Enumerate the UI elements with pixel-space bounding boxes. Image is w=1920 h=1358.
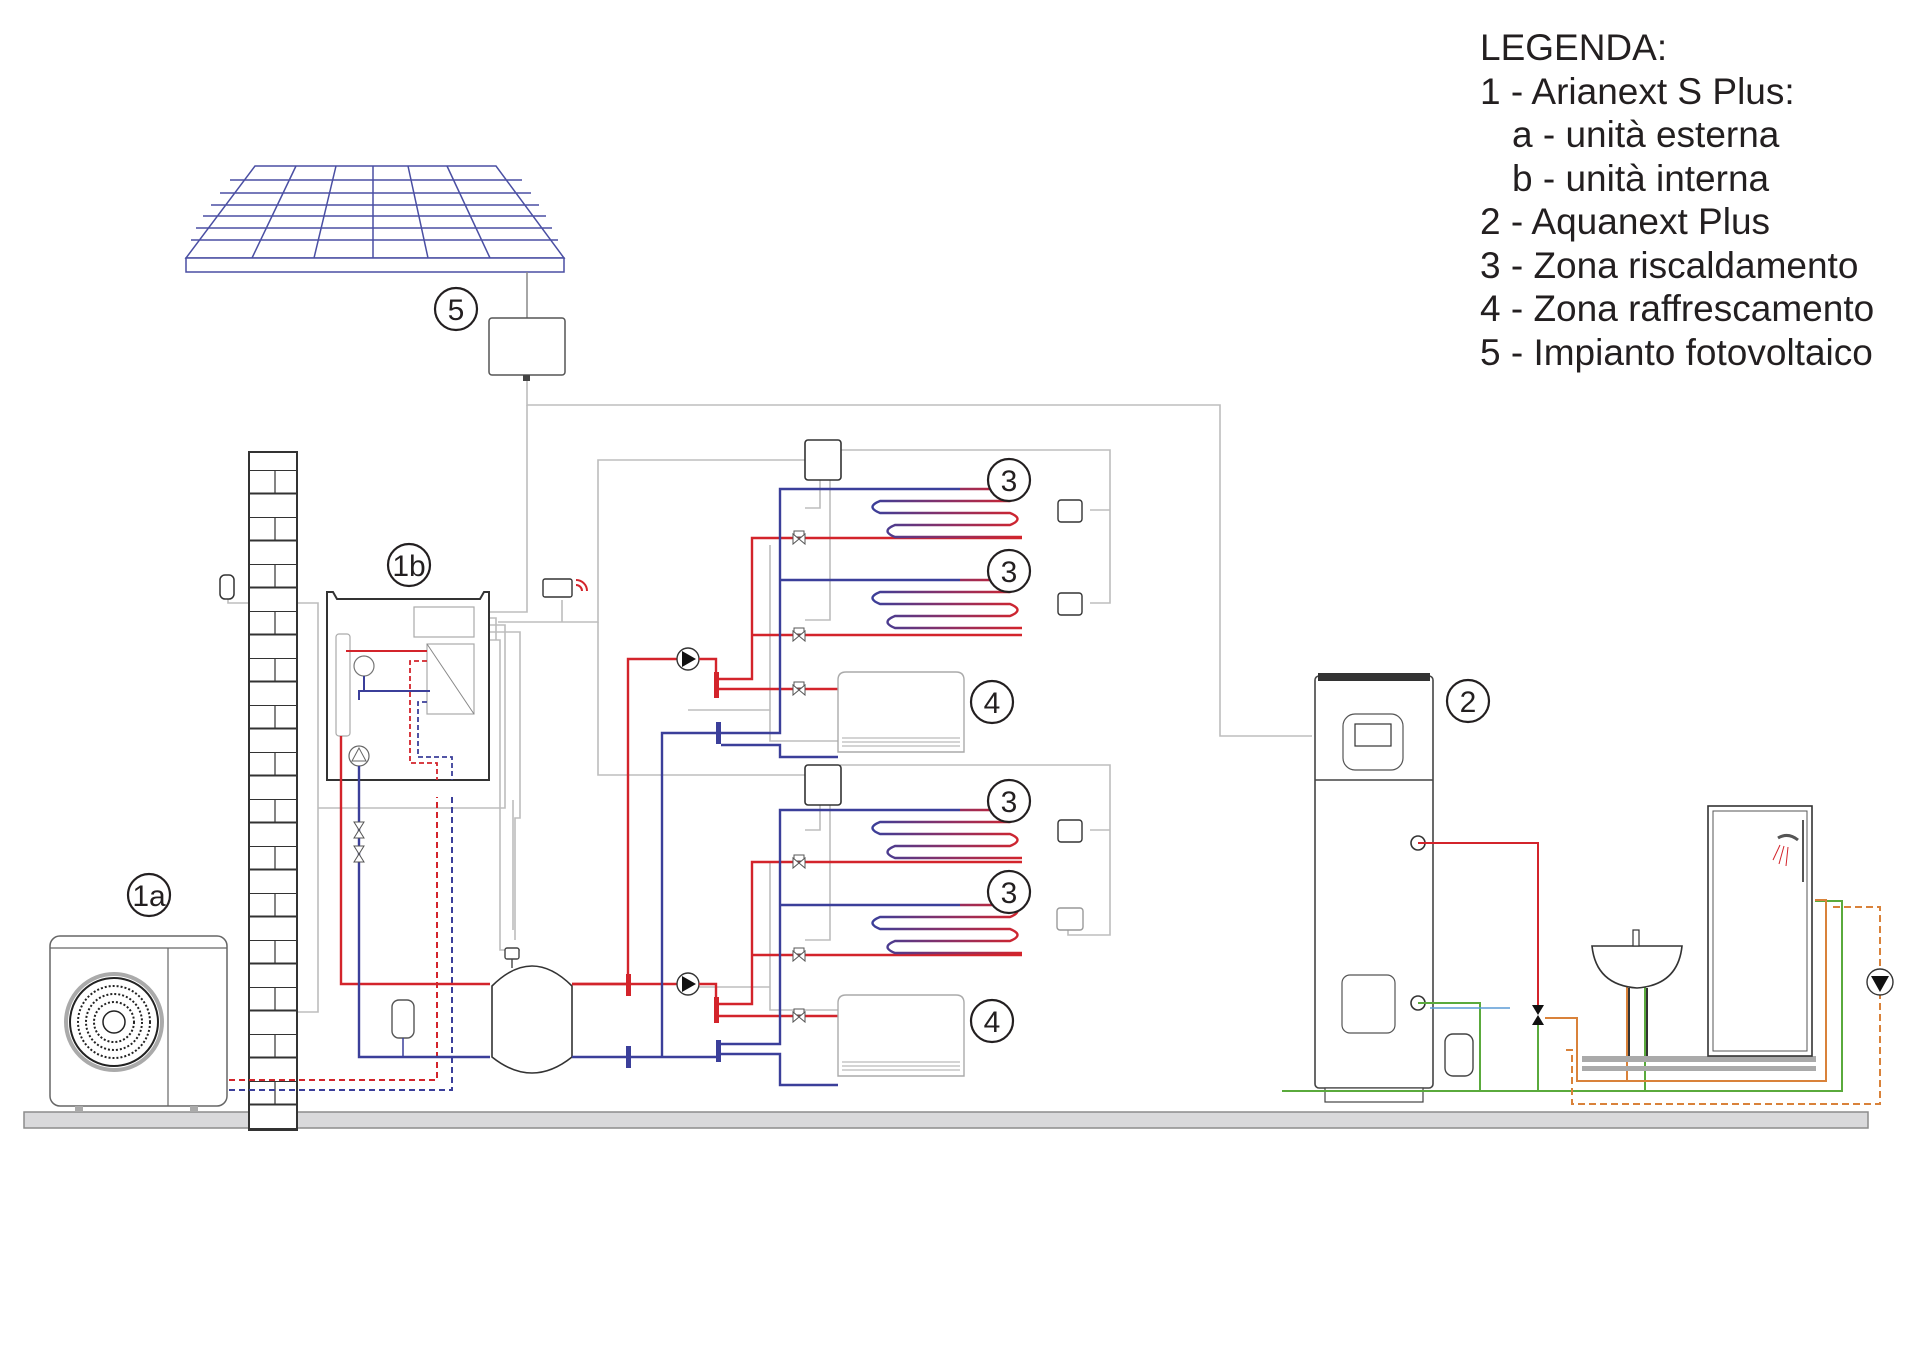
callout-pv: 5 bbox=[433, 286, 479, 332]
legend-item: a - unità esterna bbox=[1512, 114, 1780, 155]
svg-text:3: 3 bbox=[1001, 465, 1018, 498]
legend-item: 1 - Arianext S Plus: bbox=[1480, 70, 1795, 112]
legend-item: 5 - Impianto fotovoltaico bbox=[1480, 331, 1873, 373]
zone-valves bbox=[792, 530, 806, 1024]
solar-panel bbox=[184, 165, 566, 273]
lower-zone-pump bbox=[676, 972, 700, 996]
control-wiring bbox=[227, 377, 1312, 1013]
callout-cooling-zone-2: 4 bbox=[969, 998, 1015, 1044]
svg-text:1a: 1a bbox=[132, 880, 166, 913]
buffer-tank bbox=[491, 947, 573, 1074]
primary-return-pipe bbox=[357, 766, 490, 1059]
outdoor-unit bbox=[49, 935, 228, 1112]
fan-coil-upper bbox=[837, 671, 965, 753]
washbasin bbox=[1591, 929, 1683, 1056]
shower bbox=[1707, 805, 1813, 1057]
svg-text:2: 2 bbox=[1460, 686, 1477, 719]
ground-slab bbox=[23, 1111, 1869, 1129]
svg-text:4: 4 bbox=[984, 1006, 1001, 1039]
outdoor-sensor bbox=[219, 574, 235, 600]
zone-controller-lower bbox=[804, 764, 842, 806]
room-thermostats bbox=[1056, 499, 1084, 931]
dhw-distribution bbox=[1545, 899, 1827, 1082]
callout-indoor-unit: 1b bbox=[386, 542, 432, 588]
legend-item: 2 - Aquanext Plus bbox=[1480, 201, 1771, 242]
callout-water-heater: 2 bbox=[1445, 678, 1491, 724]
recirculation-pump bbox=[1866, 968, 1894, 996]
legend-item: 3 - Zona riscaldamento bbox=[1480, 244, 1859, 286]
indoor-unit bbox=[326, 591, 490, 781]
wifi-gateway bbox=[542, 578, 573, 598]
external-wall bbox=[248, 451, 298, 1131]
zone-controller-upper bbox=[804, 439, 842, 481]
wifi-icon bbox=[575, 579, 588, 592]
cold-water-main bbox=[1282, 900, 1843, 1092]
svg-text:5: 5 bbox=[448, 294, 465, 327]
callout-heating-zone-3: 3 bbox=[986, 778, 1032, 824]
svg-text:3: 3 bbox=[1001, 877, 1018, 910]
legend-item: 4 - Zona raffrescamento bbox=[1480, 288, 1875, 329]
legend-title: LEGENDA: bbox=[1480, 27, 1668, 68]
fan-coil-lower bbox=[837, 994, 965, 1077]
refrigerant-line-liquid bbox=[229, 797, 453, 1091]
svg-text:1b: 1b bbox=[392, 550, 425, 583]
svg-text:3: 3 bbox=[1001, 786, 1018, 819]
primary-valves bbox=[353, 821, 365, 863]
dhw-hot-pipe bbox=[1418, 842, 1539, 1010]
dhw-recirculation bbox=[1566, 906, 1881, 1105]
callout-heating-zone-1: 3 bbox=[986, 457, 1032, 503]
primary-flow-pipe bbox=[339, 736, 490, 986]
mixing-valve bbox=[1532, 1005, 1544, 1025]
callout-heating-zone-4: 3 bbox=[986, 869, 1032, 915]
legend: LEGENDA: 1 - Arianext S Plus: a - unità … bbox=[1480, 26, 1874, 374]
svg-text:3: 3 bbox=[1001, 556, 1018, 589]
legend-item: b - unità interna bbox=[1512, 157, 1770, 199]
pv-inverter bbox=[488, 317, 566, 376]
callout-cooling-zone-1: 4 bbox=[969, 679, 1015, 725]
dhw-expansion-vessel bbox=[1444, 1033, 1474, 1077]
callout-outdoor-unit: 1a bbox=[126, 872, 172, 918]
heat-pump-water-heater bbox=[1314, 673, 1434, 1103]
upper-zone-pump bbox=[676, 647, 700, 671]
expansion-vessel bbox=[391, 999, 415, 1039]
svg-text:4: 4 bbox=[984, 687, 1001, 720]
callout-heating-zone-2: 3 bbox=[986, 548, 1032, 594]
